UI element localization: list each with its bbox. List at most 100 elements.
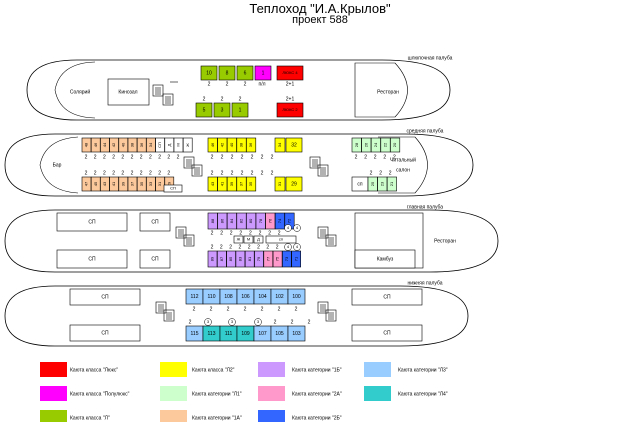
cabin-label: 35 xyxy=(139,181,144,186)
cabin-label: 31 xyxy=(277,181,282,186)
cabin-label: 80 xyxy=(248,218,253,223)
room-bar: Бар xyxy=(53,162,62,168)
cabin-capacity: 2 xyxy=(239,244,242,250)
cabin-capacity: 2 xyxy=(251,154,254,160)
cabin xyxy=(287,325,306,342)
cabin-label: 37 xyxy=(239,181,244,186)
cabin-capacity: 2 xyxy=(374,154,377,160)
cabin-label: 111 xyxy=(225,331,233,337)
room-sp-label: СП xyxy=(383,330,391,336)
cabin-capacity: 2 xyxy=(295,306,298,312)
room-sp xyxy=(56,212,128,232)
title: Теплоход "И.А.Крылов" xyxy=(249,1,391,16)
legend-label: Каюта категории "2А" xyxy=(292,391,342,397)
cabin-label: 33 xyxy=(148,181,153,186)
cabin xyxy=(287,288,306,305)
room-sp-label: СП xyxy=(151,219,159,225)
cabin-capacity: 2 xyxy=(112,170,115,176)
cabin xyxy=(254,65,272,81)
cabin-label: 43 xyxy=(210,181,215,186)
stair-icon xyxy=(163,309,175,322)
cabin-capacity: 2 xyxy=(271,154,274,160)
cabin-capacity: 4 xyxy=(287,244,290,249)
stair-icon xyxy=(325,234,337,247)
room-sp-label: СП xyxy=(88,219,96,225)
cabin-label: 110 xyxy=(208,294,216,300)
cabin-label: 103 xyxy=(292,331,301,337)
berth-circle xyxy=(293,243,301,251)
cabin-capacity: 2 xyxy=(220,230,223,236)
cabin-capacity: 2 xyxy=(355,154,358,160)
cabin-capacity: 2 xyxy=(244,81,247,87)
subtitle: проект 588 xyxy=(292,14,348,26)
room-solarium: Солярий xyxy=(70,88,90,95)
cabin xyxy=(235,250,246,268)
cabin-label: 83 xyxy=(237,256,242,261)
cabin-label: 24 xyxy=(373,142,378,147)
cabin-capacity: 2 xyxy=(203,96,206,102)
stair-icon xyxy=(191,164,203,177)
cabin-label: 47 xyxy=(84,181,89,186)
cabin-capacity: 2 xyxy=(103,154,106,160)
cabin-label: М xyxy=(176,143,181,146)
legend-swatch xyxy=(160,386,187,401)
cabin-capacity: 2 xyxy=(379,170,382,176)
room-restaurant: Ресторан xyxy=(377,89,399,95)
cabin-label: 75 xyxy=(275,256,280,261)
legend-label: Каюта категории "1Б" xyxy=(292,367,342,373)
cabin-capacity: 2 xyxy=(271,170,274,176)
cabin-capacity: 4 xyxy=(296,244,299,249)
cabin-capacity: 2 xyxy=(230,230,233,236)
cabin-label: 39 xyxy=(120,181,125,186)
cabin-label: 26 xyxy=(363,142,368,147)
cabin-l2 xyxy=(285,176,303,192)
cabin-label: 45 xyxy=(93,181,98,186)
wc xyxy=(243,235,254,244)
cabin-label: 35 xyxy=(248,181,253,186)
cabin-capacity: 2 xyxy=(393,154,396,160)
legend-swatch xyxy=(40,386,67,401)
cabin-capacity: 2 xyxy=(261,306,264,312)
cabin-capacity: 2 xyxy=(251,170,254,176)
cabin-label: 36 xyxy=(139,142,144,147)
cabin-capacity: 2 xyxy=(278,306,281,312)
cabin-label: 34 xyxy=(277,142,282,147)
bow-line xyxy=(54,61,96,119)
cabin-label: Д xyxy=(166,143,171,146)
cabin-label: 89 xyxy=(210,256,215,261)
cabin-label: 78 xyxy=(258,218,263,223)
stair-icon xyxy=(309,156,321,169)
cabin-capacity: 2 xyxy=(221,96,224,102)
cabin-capacity: 2 xyxy=(208,81,211,87)
cabin-label: 43 xyxy=(102,181,107,186)
legend-label: Каюта категории "1А" xyxy=(192,415,242,421)
cabin-label: 21 xyxy=(389,181,394,186)
cabin-label: 8 xyxy=(226,70,229,76)
cabin-label: 77 xyxy=(265,256,270,261)
cabin-label: 20 xyxy=(392,142,397,147)
cabin-capacity: 4 xyxy=(296,225,299,230)
cabin-capacity: 2 xyxy=(291,319,294,325)
cabin-capacity: 2 xyxy=(121,154,124,160)
legend-label: Каюта класса "Полулюкс" xyxy=(70,391,130,397)
cabin-l2 xyxy=(285,137,303,153)
cabin-capacity: 2 xyxy=(241,170,244,176)
room-cinema xyxy=(107,78,150,106)
cabin-label: 48 xyxy=(84,142,89,147)
cabin-capacity: 2 xyxy=(85,170,88,176)
stair-icon xyxy=(317,164,329,177)
cabin-capacity: 2+1 xyxy=(286,81,295,87)
cabin-label: 72 xyxy=(287,218,292,223)
berth-circle xyxy=(254,318,262,326)
cabin-l1 xyxy=(390,137,401,153)
cabin-capacity: 2 xyxy=(112,154,115,160)
cabin-label: 29 xyxy=(291,181,297,187)
cabin-label: 38 xyxy=(239,142,244,147)
cabin-label: 81 xyxy=(247,256,252,261)
cabin xyxy=(213,102,231,118)
cabin-l2 xyxy=(274,176,286,192)
cabin-label: 112 xyxy=(191,294,199,300)
cabin-label: Ж xyxy=(185,143,190,147)
cabin-label: 74 xyxy=(277,218,282,223)
cabin-l2 xyxy=(246,137,257,153)
